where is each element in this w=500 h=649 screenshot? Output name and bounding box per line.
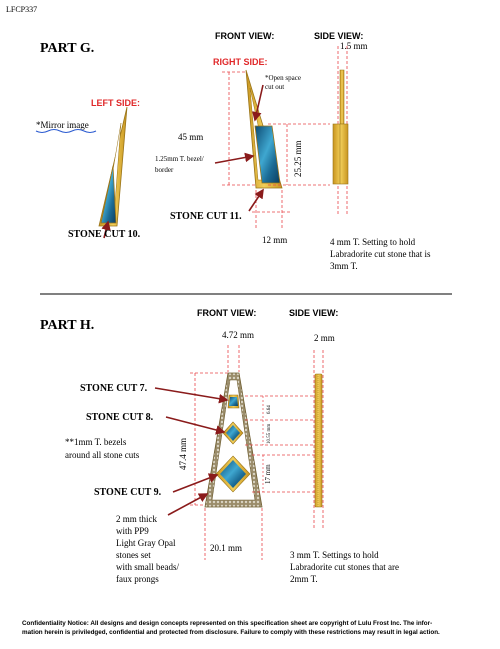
part-h-front-view (204, 372, 263, 508)
dim-472mm: 4.72 mm (222, 330, 254, 340)
stone-cut-7-arrow (154, 387, 229, 404)
dim-17mm: 17 mm (264, 464, 272, 484)
part-g-title: PART G. (40, 41, 94, 56)
opal-note-line4: stones set (116, 550, 151, 560)
bezel-arrow (214, 152, 255, 164)
dim-15mm: 1.5 mm (340, 41, 368, 51)
part-h-side-view-label: SIDE VIEW: (289, 308, 338, 318)
part-g-front-view-label: FRONT VIEW: (215, 31, 274, 41)
stone-cut-9-shape (220, 460, 246, 488)
dim-664: 6.64 (267, 405, 272, 414)
settings-note-line1: 3 mm T. Settings to hold (290, 550, 379, 560)
open-space-arrow (252, 84, 264, 122)
stone-cut-10-label: STONE CUT 10. (68, 229, 141, 240)
stone-cut-11-label: STONE CUT 11. (170, 211, 242, 222)
stone-cut-11-arrow (248, 188, 264, 212)
mirror-underline (35, 129, 97, 133)
dim-45mm: 45 mm (178, 132, 203, 142)
stone-cut-8-label: STONE CUT 8. (86, 412, 154, 423)
opal-note-line3: Light Gray Opal (116, 538, 176, 548)
bezels-note-line1: **1mm T. bezels (65, 437, 127, 447)
open-space-line1: *Open space (265, 74, 301, 82)
opal-arrow (167, 493, 209, 516)
mirror-image-note: *Mirror image (36, 120, 89, 130)
dim-474mm: 47.4 mm (178, 438, 188, 470)
opal-note-line6: faux prongs (116, 574, 159, 584)
stone-cut-8-arrow (165, 416, 226, 435)
dim-1055mm: 10.55 mm (267, 424, 272, 444)
part-h-side-view (314, 373, 323, 508)
bezels-note-line2: around all stone cuts (65, 450, 140, 460)
opal-note-line1: 2 mm thick (116, 514, 157, 524)
confidentiality-notice-line1: Confidentiality Notice: All designs and … (22, 620, 432, 627)
settings-note-line3: 2mm T. (290, 574, 318, 584)
stone-cut-11-shape (254, 125, 281, 184)
part-g-side-view-label: SIDE VIEW: (314, 31, 363, 41)
stone-cut-7-label: STONE CUT 7. (80, 383, 148, 394)
dim-2mm: 2 mm (314, 333, 335, 343)
setting-note-line1: 4 mm T. Setting to hold (330, 237, 416, 247)
opal-note-line2: with PP9 (116, 526, 149, 536)
settings-note-line2: Labradorite cut stones that are (290, 562, 399, 572)
part-h-front-view-label: FRONT VIEW: (197, 308, 256, 318)
setting-note-line2: Labradorite cut stone that is (330, 249, 431, 259)
dim-12mm: 12 mm (262, 235, 287, 245)
part-g-side-view (332, 46, 349, 215)
stone-cut-7-shape (229, 397, 238, 406)
bezel-note-line2: border (155, 166, 174, 174)
part-h-title: PART H. (40, 318, 94, 333)
sheet-code: LFCP337 (6, 5, 37, 14)
dim-201mm: 20.1 mm (210, 543, 242, 553)
dim-2525mm: 25.25 mm (293, 140, 303, 177)
opal-note-line5: with small beads/ (116, 562, 179, 572)
stone-cut-8-shape (226, 425, 240, 441)
stone-cut-9-arrow (172, 473, 219, 493)
stone-cut-10-arrow (101, 220, 111, 239)
left-side-label: LEFT SIDE: (91, 98, 140, 108)
open-space-line2: cut out (265, 83, 284, 91)
right-side-piece (245, 69, 283, 189)
setting-note-line3: 3mm T. (330, 261, 358, 271)
confidentiality-notice-line2: mation herein is priviledged, confidenti… (22, 629, 440, 636)
stone-cut-10-shape (100, 165, 117, 224)
right-side-label: RIGHT SIDE: (213, 57, 268, 67)
stone-cut-9-label: STONE CUT 9. (94, 487, 162, 498)
left-side-piece (98, 106, 128, 227)
bezel-note-line1: 1.25mm T. bezel/ (155, 155, 204, 163)
